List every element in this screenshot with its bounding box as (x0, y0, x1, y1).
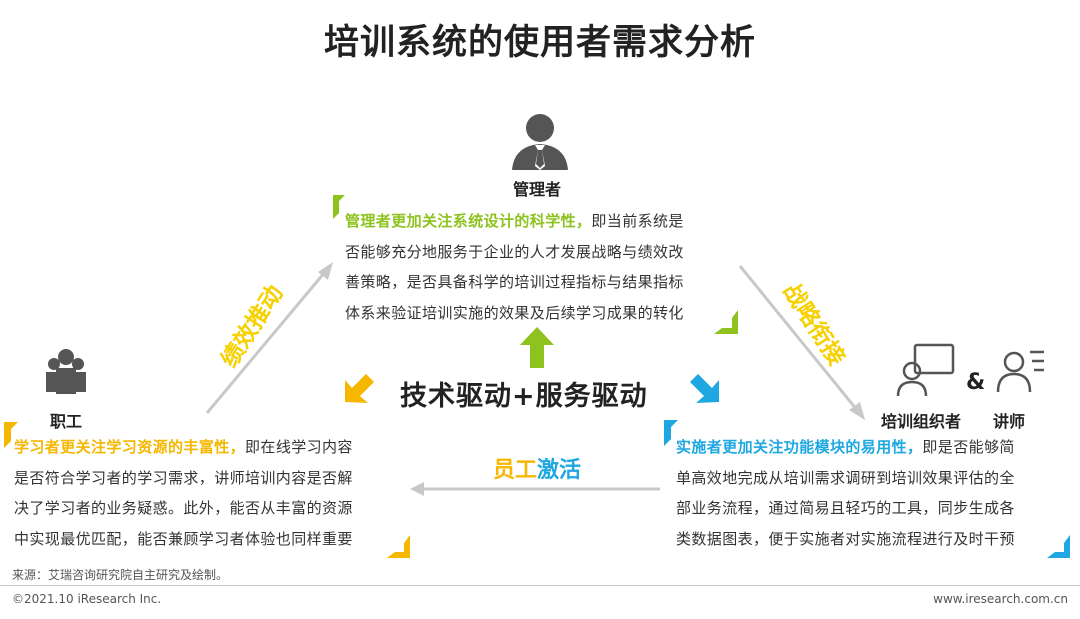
organizer-highlight: 实施者更加关注功能模块的易用性， (676, 438, 923, 456)
arrow-employee-to-manager (205, 262, 333, 414)
manager-corner-top-left (333, 195, 345, 219)
organizer-line-4: 类数据图表，便于实施者对实施流程进行及时干预 (676, 529, 1015, 548)
employee-corner-top-left (4, 422, 18, 448)
yellow-down-left-arrow-icon (345, 374, 374, 403)
manager-corner-bottom-right (714, 310, 738, 334)
ampersand-label: & (966, 370, 986, 395)
manager-line-2: 否能够充分地服务于企业的人才发展战略与绩效改 (345, 242, 684, 261)
employee-corner-bottom-right (387, 535, 410, 558)
arrow-manager-to-organizer (738, 265, 865, 420)
source-note: 来源：艾瑞咨询研究院自主研究及绘制。 (12, 568, 229, 582)
green-up-arrow-icon (520, 327, 554, 368)
employee-line-3: 决了学习者的业务疑惑。此外，能否从丰富的资源 (14, 499, 353, 517)
footer-url: www.iresearch.com.cn (933, 592, 1068, 606)
organizer-corner-bottom-right (1047, 535, 1070, 558)
manager-label: 管理者 (513, 180, 562, 199)
organizer-line-1: 实施者更加关注功能模块的易用性，即是否能够简 (676, 438, 1015, 456)
organizer-label: 培训组织者 (881, 412, 962, 431)
manager-highlight: 管理者更加关注系统设计的科学性， (345, 212, 592, 230)
lecturer-icon (996, 350, 1044, 393)
center-driver-text: 技术驱动+服务驱动 (400, 381, 648, 412)
employee-label: 职工 (50, 412, 83, 431)
manager-line-3: 善策略，是否具备科学的培训过程指标与结果指标 (345, 273, 684, 291)
organizer-icon (896, 343, 955, 397)
employee-highlight: 学习者更关注学习资源的丰富性， (14, 438, 246, 456)
organizer-line-3: 部业务流程，通过简易且轻巧的工具，同步生成各 (676, 499, 1015, 517)
employee-line-1: 学习者更关注学习资源的丰富性，即在线学习内容 (14, 438, 353, 456)
copyright: ©2021.10 iResearch Inc. (12, 592, 162, 606)
edge-label-employee-activation: 员工激活 (493, 458, 582, 483)
manager-line-4: 体系来验证培训实施的效果及后续学习成果的转化 (345, 303, 684, 322)
page-title: 培训系统的使用者需求分析 (323, 23, 756, 63)
arrow-organizer-to-employee (410, 482, 660, 496)
manager-person-icon (512, 114, 568, 170)
employee-group-icon (46, 349, 86, 394)
footer-divider (0, 585, 1080, 586)
organizer-corner-top-left (664, 420, 678, 446)
manager-description: 管理者更加关注系统设计的科学性，即当前系统是 否能够充分地服务于企业的人才发展战… (345, 206, 730, 328)
employee-line-2: 是否符合学习者的学习需求，讲师培训内容是否解 (14, 468, 353, 487)
lecturer-label: 讲师 (993, 412, 1026, 431)
employee-line-4: 中实现最优匹配，能否兼顾学习者体验也同样重要 (14, 529, 353, 548)
organizer-line-2: 单高效地完成从培训需求调研到培训效果评估的全 (676, 468, 1015, 487)
cyan-down-right-arrow-icon (690, 374, 719, 403)
employee-description: 学习者更关注学习资源的丰富性，即在线学习内容 是否符合学习者的学习需求，讲师培训… (14, 432, 399, 554)
organizer-description: 实施者更加关注功能模块的易用性，即是否能够简 单高效地完成从培训需求调研到培训效… (676, 432, 1066, 554)
manager-line-1: 管理者更加关注系统设计的科学性，即当前系统是 (345, 212, 684, 230)
